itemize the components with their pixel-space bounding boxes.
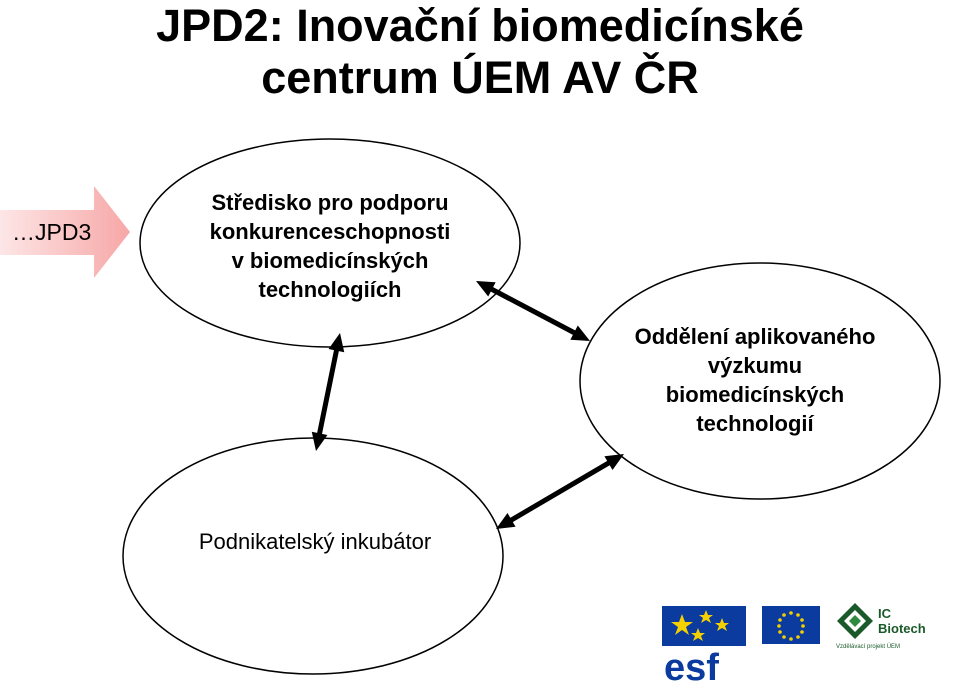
page-title: JPD2: Inovační biomedicínské centrum ÚEM… bbox=[0, 0, 960, 104]
node-oddeleni bbox=[579, 262, 941, 500]
edges-group bbox=[311, 281, 624, 529]
ic-biotech-subtext: Vzdělávací projekt ÚEM bbox=[836, 644, 901, 650]
logos-strip: esf IC Biotech Vzdělávací projekt ÚEM bbox=[660, 598, 960, 682]
jpd3-label: …JPD3 bbox=[12, 219, 92, 245]
ic-biotech-icon bbox=[837, 603, 873, 639]
arrowhead-icon bbox=[328, 333, 345, 353]
node-oddeleni-line: technologií bbox=[696, 411, 814, 436]
svg-text:esf: esf bbox=[664, 647, 719, 682]
arrowhead-icon bbox=[476, 281, 496, 297]
ic-biotech-line: IC bbox=[878, 606, 891, 621]
ic-biotech-logo: IC Biotech Vzdělávací projekt ÚEM bbox=[836, 602, 958, 656]
arrowhead-icon bbox=[496, 512, 516, 529]
node-oddeleni-text: Oddělení aplikovaného výzkumu biomedicín… bbox=[590, 322, 920, 438]
arrowhead-icon bbox=[604, 454, 624, 471]
node-stredisko-line: v biomedicínských bbox=[231, 248, 429, 273]
node-stredisko-line: technologiích bbox=[258, 277, 402, 302]
jpd3-arrow-shape bbox=[0, 186, 130, 278]
edge-inkubator-oddeleni bbox=[496, 454, 624, 529]
node-inkubator-line: Podnikatelský inkubátor bbox=[198, 529, 432, 554]
node-stredisko-text: Středisko pro podporu konkurenceschopnos… bbox=[170, 188, 490, 304]
edge-stredisko-inkubator bbox=[311, 333, 345, 451]
node-stredisko-line: konkurenceschopnosti bbox=[209, 219, 451, 244]
eu-flag-icon bbox=[762, 606, 820, 644]
node-oddeleni-line: výzkumu bbox=[707, 353, 803, 378]
arrowhead-icon bbox=[570, 325, 590, 341]
node-inkubator-text: Podnikatelský inkubátor bbox=[150, 527, 480, 556]
node-stredisko-line: Středisko pro podporu bbox=[211, 190, 449, 215]
jpd3-arrow: …JPD3 bbox=[0, 186, 130, 278]
ic-biotech-line: Biotech bbox=[878, 621, 926, 636]
title-line-1: JPD2: Inovační biomedicínské bbox=[156, 0, 804, 51]
arrowhead-icon bbox=[311, 431, 328, 451]
ic-biotech-text: IC Biotech bbox=[878, 606, 926, 636]
node-oddeleni-line: biomedicínských bbox=[665, 382, 845, 407]
node-oddeleni-line: Oddělení aplikovaného bbox=[634, 324, 876, 349]
node-inkubator bbox=[122, 437, 504, 675]
title-line-2: centrum ÚEM AV ČR bbox=[261, 52, 699, 103]
node-stredisko bbox=[139, 138, 521, 348]
esf-logo-icon: esf bbox=[662, 606, 746, 682]
edge-stredisko-oddeleni bbox=[476, 281, 590, 341]
